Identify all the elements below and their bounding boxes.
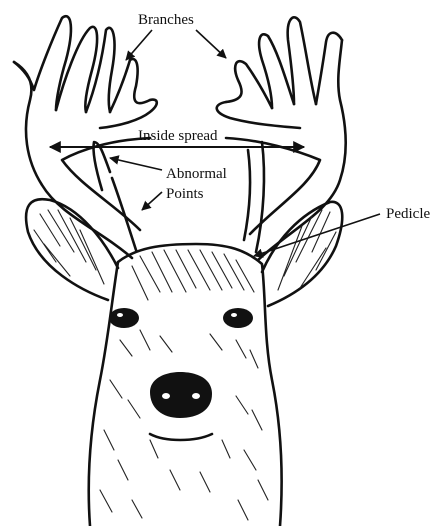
abnormal-pointer-lower [142,192,162,210]
abnormal-pointer-upper [110,158,162,170]
branches-label: Branches [138,12,194,28]
pedicle-label: Pedicle [386,206,430,222]
inside-spread-label: Inside spread [138,128,218,144]
right-eye [223,308,253,328]
mouth [150,434,212,440]
abnormal-label-line1: Abnormal [166,166,227,182]
right-antler [217,17,346,260]
forehead-hatching [132,250,254,300]
branches-pointer-right [196,30,226,58]
abnormal-label-line2: Points [166,186,204,202]
nose [150,372,212,418]
deer-head [26,199,342,526]
face-speckle [100,330,268,520]
branches-pointer-left [126,30,152,60]
left-eye [109,308,139,328]
